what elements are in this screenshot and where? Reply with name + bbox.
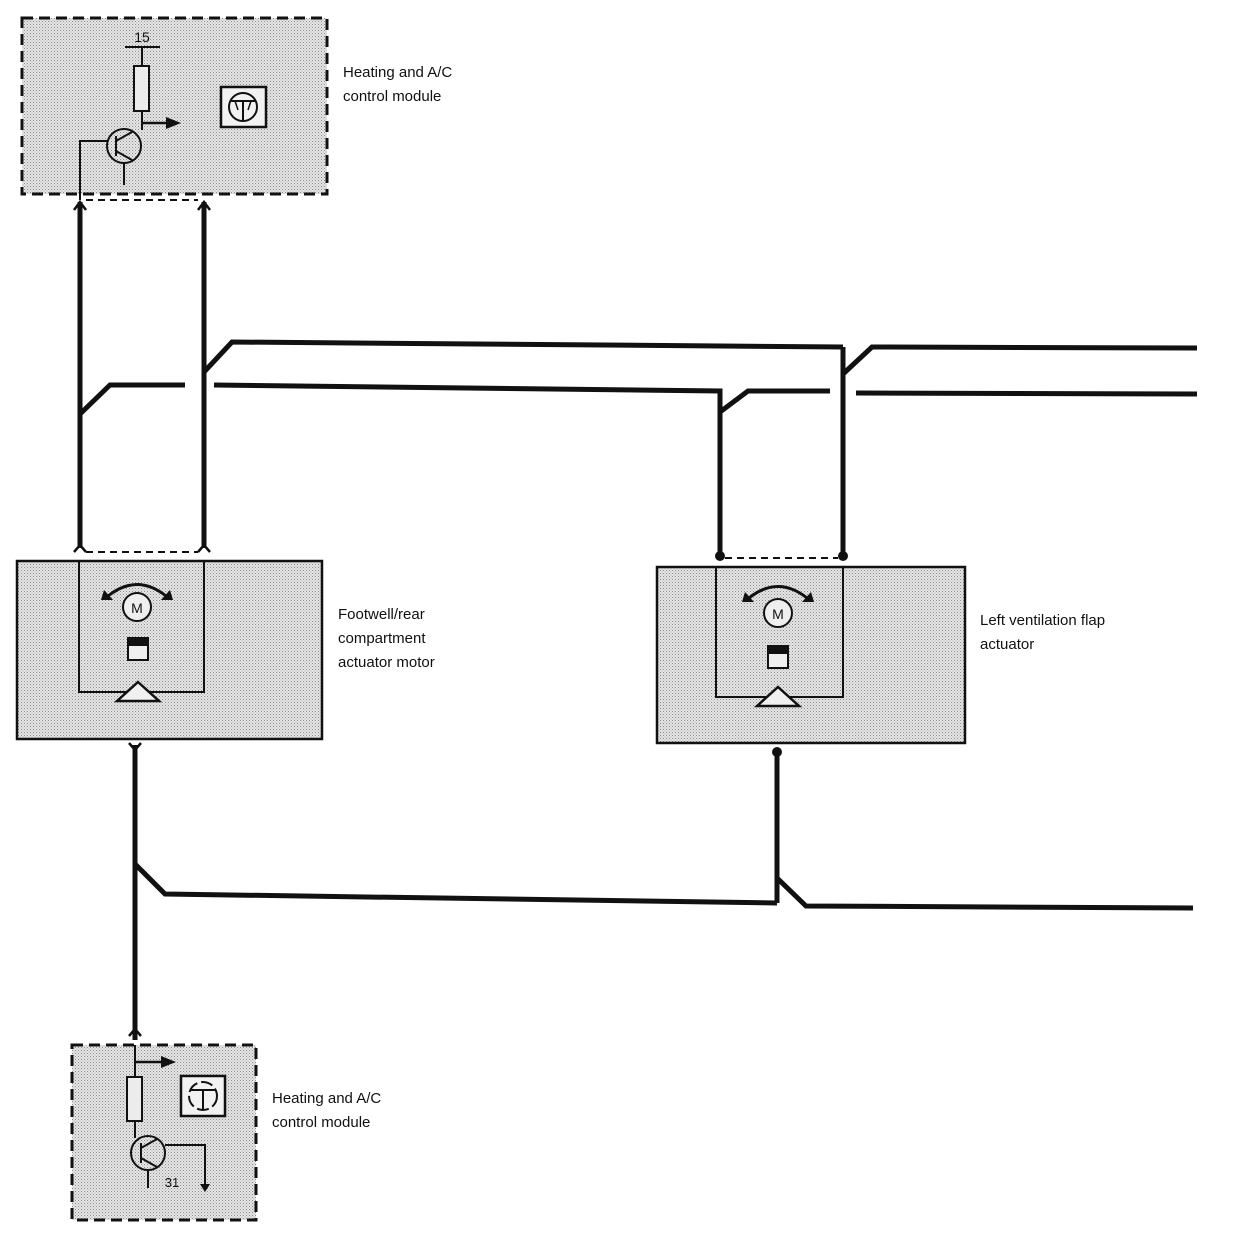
left-vent-actuator-label: Left ventilation flap actuator	[980, 609, 1105, 657]
left-vent-actuator: M	[655, 565, 967, 745]
top-control-module	[20, 16, 329, 200]
sensor-dial-icon	[219, 85, 268, 129]
footwell-label-line-1: Footwell/rear	[338, 606, 425, 623]
svg-text:M: M	[131, 600, 143, 616]
input-triangle	[113, 680, 163, 703]
wire-bus-lower	[213, 382, 723, 556]
terminal-31: 31	[165, 1175, 179, 1190]
motor-icon: M	[122, 592, 152, 622]
top-module-label-line-2: control module	[343, 88, 442, 105]
bottom-module-resistor	[126, 1076, 143, 1122]
bottom-module-label: Heating and A/C control module	[272, 1087, 381, 1135]
svg-text:M: M	[772, 606, 784, 622]
wire-bus-lower-right	[855, 390, 1198, 397]
sensor-dial-icon	[179, 1074, 227, 1118]
wire-branch-lower	[78, 382, 185, 416]
footwell-label-line-3: actuator motor	[338, 654, 435, 671]
top-module-resistor	[133, 65, 150, 112]
bottom-control-module	[70, 1043, 258, 1222]
bottom-module-label-line-2: control module	[272, 1114, 371, 1131]
connector-dots	[715, 551, 848, 757]
terminal-15: 15	[134, 29, 150, 45]
input-triangle	[753, 685, 803, 708]
motor-icon: M	[763, 598, 793, 628]
top-module-label-line-1: Heating and A/C	[343, 64, 453, 81]
wiring	[77, 202, 1198, 1040]
left-vent-label-line-1: Left ventilation flap	[980, 612, 1106, 629]
wire-branch-upper	[202, 339, 844, 374]
left-vent-label-line-2: actuator	[980, 636, 1035, 653]
footwell-actuator: M	[15, 559, 324, 741]
wire-bus-lower-tap	[718, 388, 830, 414]
wire-bus-upper-tap	[841, 344, 1198, 376]
footwell-actuator-label: Footwell/rear compartment actuator motor	[338, 603, 435, 675]
wire-bottom-right	[775, 876, 1194, 911]
top-module-label: Heating and A/C control module	[343, 61, 452, 109]
connector-marks	[73, 199, 211, 1037]
wire-bottom-branch	[133, 862, 778, 906]
bottom-module-label-line-1: Heating and A/C	[272, 1090, 382, 1107]
footwell-label-line-2: compartment	[338, 630, 426, 647]
